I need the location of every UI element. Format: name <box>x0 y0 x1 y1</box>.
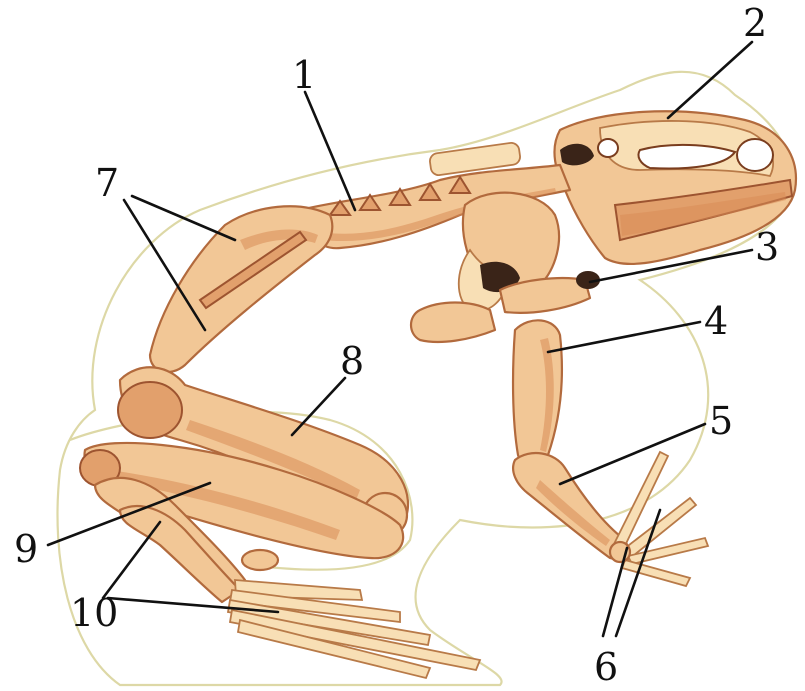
label-3: 3 <box>755 225 779 269</box>
pelvic-girdle-bone <box>150 206 332 372</box>
forearm-bone <box>513 453 627 559</box>
label-4: 4 <box>704 299 728 343</box>
humerus-bone <box>513 320 562 466</box>
leader-4 <box>548 322 700 352</box>
label-8: 8 <box>340 339 364 383</box>
forelimb-digits-bone <box>610 452 708 586</box>
label-6: 6 <box>594 645 618 689</box>
label-7: 7 <box>95 161 119 205</box>
label-2: 2 <box>743 1 767 45</box>
leader-8 <box>292 378 345 435</box>
label-10: 10 <box>70 591 118 635</box>
label-1: 1 <box>292 53 316 97</box>
label-5: 5 <box>709 399 733 443</box>
number-labels: 1 2 3 4 5 6 7 8 9 10 <box>14 1 779 689</box>
leader-2 <box>668 42 752 118</box>
leader-10a <box>103 522 160 598</box>
leader-1 <box>305 92 355 210</box>
leader-5 <box>560 424 705 484</box>
label-9: 9 <box>14 527 38 571</box>
